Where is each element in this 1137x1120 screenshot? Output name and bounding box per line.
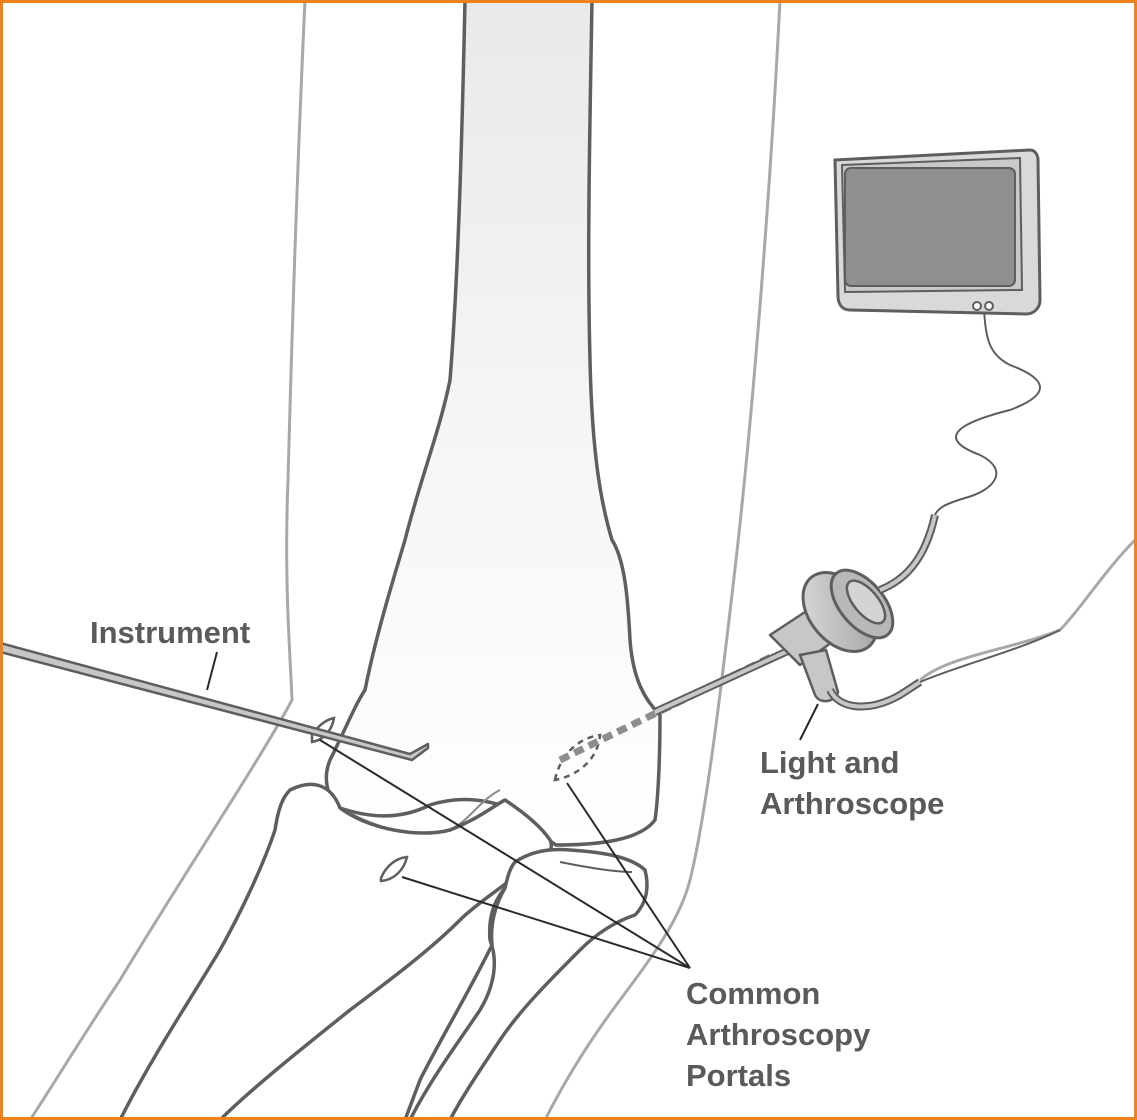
light-label-line-1: Light and xyxy=(760,745,900,780)
talus xyxy=(118,782,553,1120)
foot-dorsal-edge xyxy=(919,538,1137,682)
monitor-cable xyxy=(934,305,1041,516)
portals-label-line-1: Common xyxy=(686,976,821,1011)
instrument-label-text: Instrument xyxy=(90,615,251,650)
leader-portal-3 xyxy=(566,782,691,969)
portal-leaders xyxy=(319,739,691,969)
arthroscope-light-post xyxy=(798,648,840,703)
arthroscope-eyepiece xyxy=(845,579,887,625)
light-label-line-2: Arthroscope xyxy=(760,786,945,821)
portals-label-line-3: Portals xyxy=(686,1058,792,1093)
light-cable-wire xyxy=(919,629,1061,683)
monitor-knob-1 xyxy=(972,301,982,311)
leader-portal-2 xyxy=(401,876,691,969)
light-cable-inner xyxy=(828,680,922,709)
instrument-shaft xyxy=(0,641,430,762)
metatarsal xyxy=(403,887,507,1120)
portals-label: Common Arthroscopy Portals xyxy=(686,973,870,1096)
foot-bones xyxy=(118,782,649,1120)
tibia-shaft xyxy=(324,0,662,847)
camera-cable xyxy=(878,514,939,594)
tibia xyxy=(324,0,662,847)
portals-label-line-2: Arthroscopy xyxy=(686,1017,871,1052)
arthroscope xyxy=(558,514,1061,764)
monitor-knob-2 xyxy=(984,301,994,311)
portal-anterolateral xyxy=(379,855,409,883)
instrument-label: Instrument xyxy=(90,612,250,653)
camera-cable-inner xyxy=(879,514,937,592)
arthroscope-tube-inner xyxy=(654,648,791,714)
light-leader xyxy=(799,703,819,741)
leader-portal-1 xyxy=(319,739,691,969)
light-arthroscope-label: Light and Arthroscope xyxy=(760,742,944,824)
monitor xyxy=(833,148,1042,516)
leg-right-edge xyxy=(543,0,782,1120)
leg-left-edge xyxy=(28,0,307,1120)
monitor-screen xyxy=(844,167,1016,287)
instrument-leader xyxy=(206,651,218,691)
portal-arthroscope xyxy=(553,733,602,782)
instrument xyxy=(0,641,430,762)
